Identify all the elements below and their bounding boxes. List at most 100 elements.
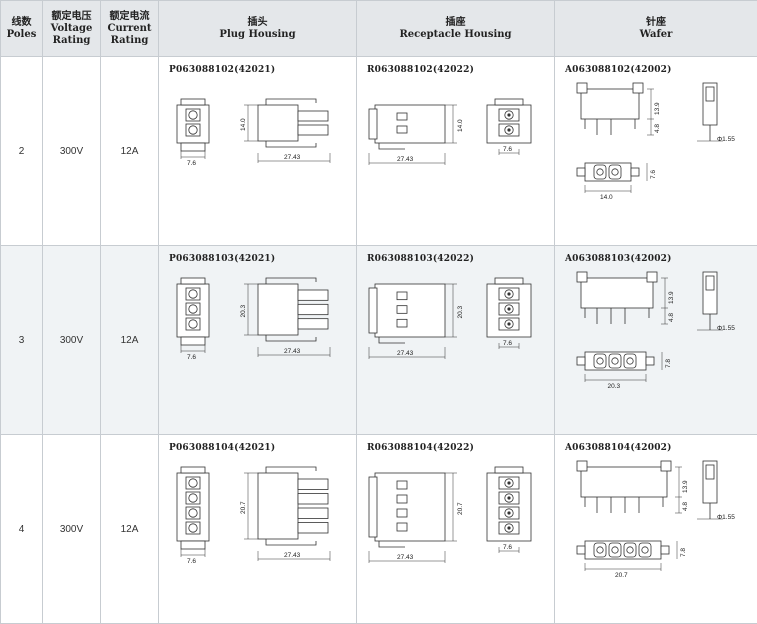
plug-housing-drawing: 7.6 20.327.43 — [163, 270, 353, 420]
poles-cell: 3 — [1, 246, 43, 435]
wafer-height-label: 13.9 — [654, 102, 661, 115]
wafer-bottom-ear — [577, 546, 585, 554]
wafer-bottom-view: 7.6 14.0 — [577, 163, 657, 201]
plug-part-number: P063088102(42021) — [169, 65, 275, 75]
receptacle-part-number: R063088104(42022) — [367, 443, 474, 453]
receptacle-width-label: 7.6 — [503, 146, 512, 153]
wafer-bottom-ear — [577, 357, 585, 365]
current-cell: 12A — [101, 57, 159, 246]
plug-side-terminal — [298, 319, 328, 329]
wafer-side-body — [703, 272, 717, 314]
receptacle-side-view: 20.3 27.43 — [369, 284, 464, 359]
receptacle-part-number: R063088103(42022) — [367, 254, 474, 264]
wafer-drawing: 13.94.8 Φ1.55 7.820.3 — [559, 270, 754, 420]
wafer-depth-label: 7.6 — [650, 170, 657, 179]
plug-housing-cell: P063088102(42021) 7.6 14.0 27.43 — [159, 57, 357, 246]
plug-length-label: 27.43 — [284, 552, 301, 559]
receptacle-height-label: 20.3 — [457, 305, 464, 318]
receptacle-side-body — [375, 105, 445, 143]
plug-side-latch — [266, 99, 316, 105]
wafer-height-label: 13.9 — [668, 291, 675, 304]
plug-side-latch — [266, 141, 316, 147]
plug-front-view: 7.6 — [177, 99, 209, 167]
wafer-bottom-view: 7.820.3 — [577, 352, 672, 390]
receptacle-pin-dot — [507, 292, 510, 295]
receptacle-width-label: 7.6 — [503, 340, 512, 347]
receptacle-housing-drawing: 20.727.43 7.6 — [361, 459, 551, 609]
receptacle-length-label: 27.43 — [397, 156, 414, 163]
voltage-cell: 300V — [43, 246, 101, 435]
wafer-front-view: 13.94.8 — [577, 272, 675, 324]
wafer-bottom-ear — [646, 357, 654, 365]
receptacle-housing-drawing: 14.0 27.43 7.6 — [361, 81, 551, 231]
receptacle-height-label: 20.7 — [457, 502, 464, 515]
plug-side-body — [258, 105, 298, 141]
current-cell: 12A — [101, 435, 159, 624]
wafer-drawing: 13.94.8 Φ1.55 7.820.7 — [559, 459, 754, 609]
wafer-part-number: A063088103(42002) — [565, 254, 672, 264]
plug-side-view: 14.0 27.43 — [240, 99, 330, 163]
receptacle-side-body — [375, 473, 445, 541]
receptacle-front-view: 7.6 — [487, 467, 531, 553]
plug-side-body — [258, 284, 298, 335]
receptacle-front-latch — [495, 99, 523, 105]
receptacle-pin-dot — [507, 481, 510, 484]
plug-width-label: 7.6 — [187, 558, 196, 565]
wafer-bottom-ear — [661, 546, 669, 554]
wafer-front-ear — [661, 461, 671, 471]
wafer-pin-length-label: 4.8 — [682, 502, 689, 511]
receptacle-height-label: 14.0 — [457, 119, 464, 132]
wafer-side-view: Φ1.55 — [697, 83, 735, 143]
receptacle-pin-dot — [507, 113, 510, 116]
receptacle-side-body — [375, 284, 445, 337]
wafer-front-body — [581, 467, 667, 497]
receptacle-side-view: 20.727.43 — [369, 473, 464, 563]
voltage-cell: 300V — [43, 435, 101, 624]
plug-side-terminal — [298, 494, 328, 505]
receptacle-front-latch — [495, 278, 523, 284]
plug-part-number: P063088104(42021) — [169, 443, 275, 453]
plug-front-view: 7.6 — [177, 278, 209, 361]
receptacle-length-label: 27.43 — [397, 350, 414, 357]
wafer-front-body — [581, 278, 653, 308]
wafer-front-view: 13.94.8 — [577, 461, 689, 513]
plug-side-latch — [266, 539, 316, 545]
plug-width-label: 7.6 — [187, 354, 196, 361]
receptacle-side-latch — [379, 541, 405, 547]
receptacle-pin-dot — [507, 128, 510, 131]
wafer-length-label: 14.0 — [600, 194, 613, 201]
plug-side-view: 20.327.43 — [240, 278, 330, 357]
receptacle-housing-cell: R063088103(42022) 20.3 27.43 7.6 — [357, 246, 555, 435]
receptacle-front-view: 7.6 — [487, 278, 531, 349]
plug-side-latch — [266, 278, 316, 284]
current-cell: 12A — [101, 246, 159, 435]
wafer-front-ear — [633, 83, 643, 93]
wafer-part-number: A063088102(42002) — [565, 65, 672, 75]
wafer-front-body — [581, 89, 639, 119]
plug-front-latch — [181, 99, 205, 105]
table-row: 2 300V 12A P063088102(42021) 7.6 14.0 27.… — [1, 57, 757, 246]
receptacle-pin-dot — [507, 526, 510, 529]
plug-side-body — [258, 473, 298, 539]
wafer-front-ear — [647, 272, 657, 282]
plug-length-label: 27.43 — [284, 154, 301, 161]
plug-front-view: 7.6 — [177, 467, 209, 565]
wafer-bottom-ear — [577, 168, 585, 176]
wafer-depth-label: 7.8 — [665, 359, 672, 368]
wafer-front-ear — [577, 272, 587, 282]
voltage-cell: 300V — [43, 57, 101, 246]
wafer-depth-label: 7.8 — [680, 548, 687, 557]
poles-cell: 2 — [1, 57, 43, 246]
receptacle-part-number: R063088102(42022) — [367, 65, 474, 75]
plug-height-label: 14.0 — [240, 118, 247, 131]
plug-housing-drawing: 7.6 14.0 27.43 — [163, 81, 353, 231]
plug-side-latch — [266, 467, 316, 473]
wafer-length-label: 20.7 — [615, 572, 628, 579]
plug-side-terminal — [298, 508, 328, 519]
plug-front-body — [177, 284, 209, 337]
